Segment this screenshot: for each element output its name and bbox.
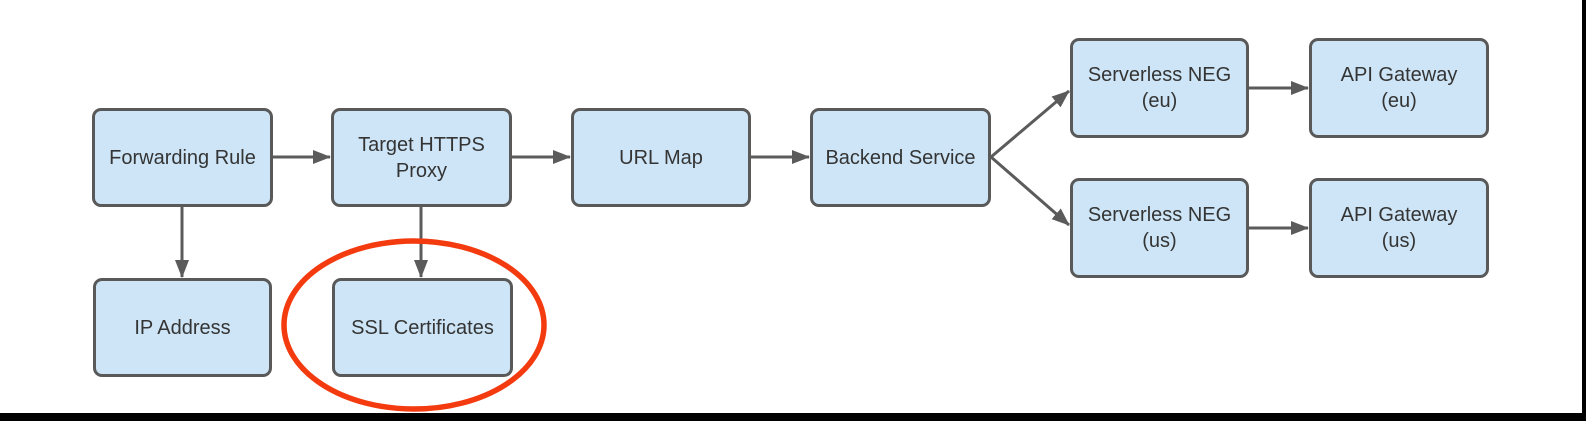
edge-backend-service-to-serverless-neg-eu (990, 89, 1070, 159)
node-url-map: URL Map (571, 108, 751, 207)
node-serverless-neg-us: Serverless NEG (us) (1070, 178, 1249, 278)
edge-backend-service-to-serverless-neg-us (990, 155, 1070, 227)
node-backend-service-label: Backend Service (825, 146, 976, 169)
node-serverless-neg-eu: Serverless NEG (eu) (1070, 38, 1249, 138)
node-target-https-proxy: Target HTTPS Proxy (331, 108, 512, 207)
right-frame-bar (1582, 0, 1586, 421)
bottom-frame-bar (0, 413, 1586, 421)
node-ssl-certificates: SSL Certificates (332, 278, 513, 377)
node-api-gateway-us: API Gateway (us) (1309, 178, 1489, 278)
node-api-gateway-us-label: API Gateway (us) (1340, 204, 1458, 252)
node-ssl-certificates-label: SSL Certificates (351, 316, 494, 339)
node-target-https-proxy-label: Target HTTPS Proxy (358, 133, 485, 182)
node-forwarding-rule-label: Forwarding Rule (109, 146, 256, 169)
node-serverless-neg-us-label: Serverless NEG (us) (1087, 204, 1232, 252)
node-api-gateway-eu-label: API Gateway (eu) (1340, 64, 1458, 112)
node-backend-service: Backend Service (810, 108, 991, 207)
node-serverless-neg-eu-label: Serverless NEG (eu) (1087, 64, 1232, 112)
node-api-gateway-eu: API Gateway (eu) (1309, 38, 1489, 138)
node-forwarding-rule: Forwarding Rule (92, 108, 273, 207)
node-url-map-label: URL Map (619, 146, 703, 169)
node-ip-address-label: IP Address (134, 316, 231, 339)
node-ip-address: IP Address (93, 278, 272, 377)
